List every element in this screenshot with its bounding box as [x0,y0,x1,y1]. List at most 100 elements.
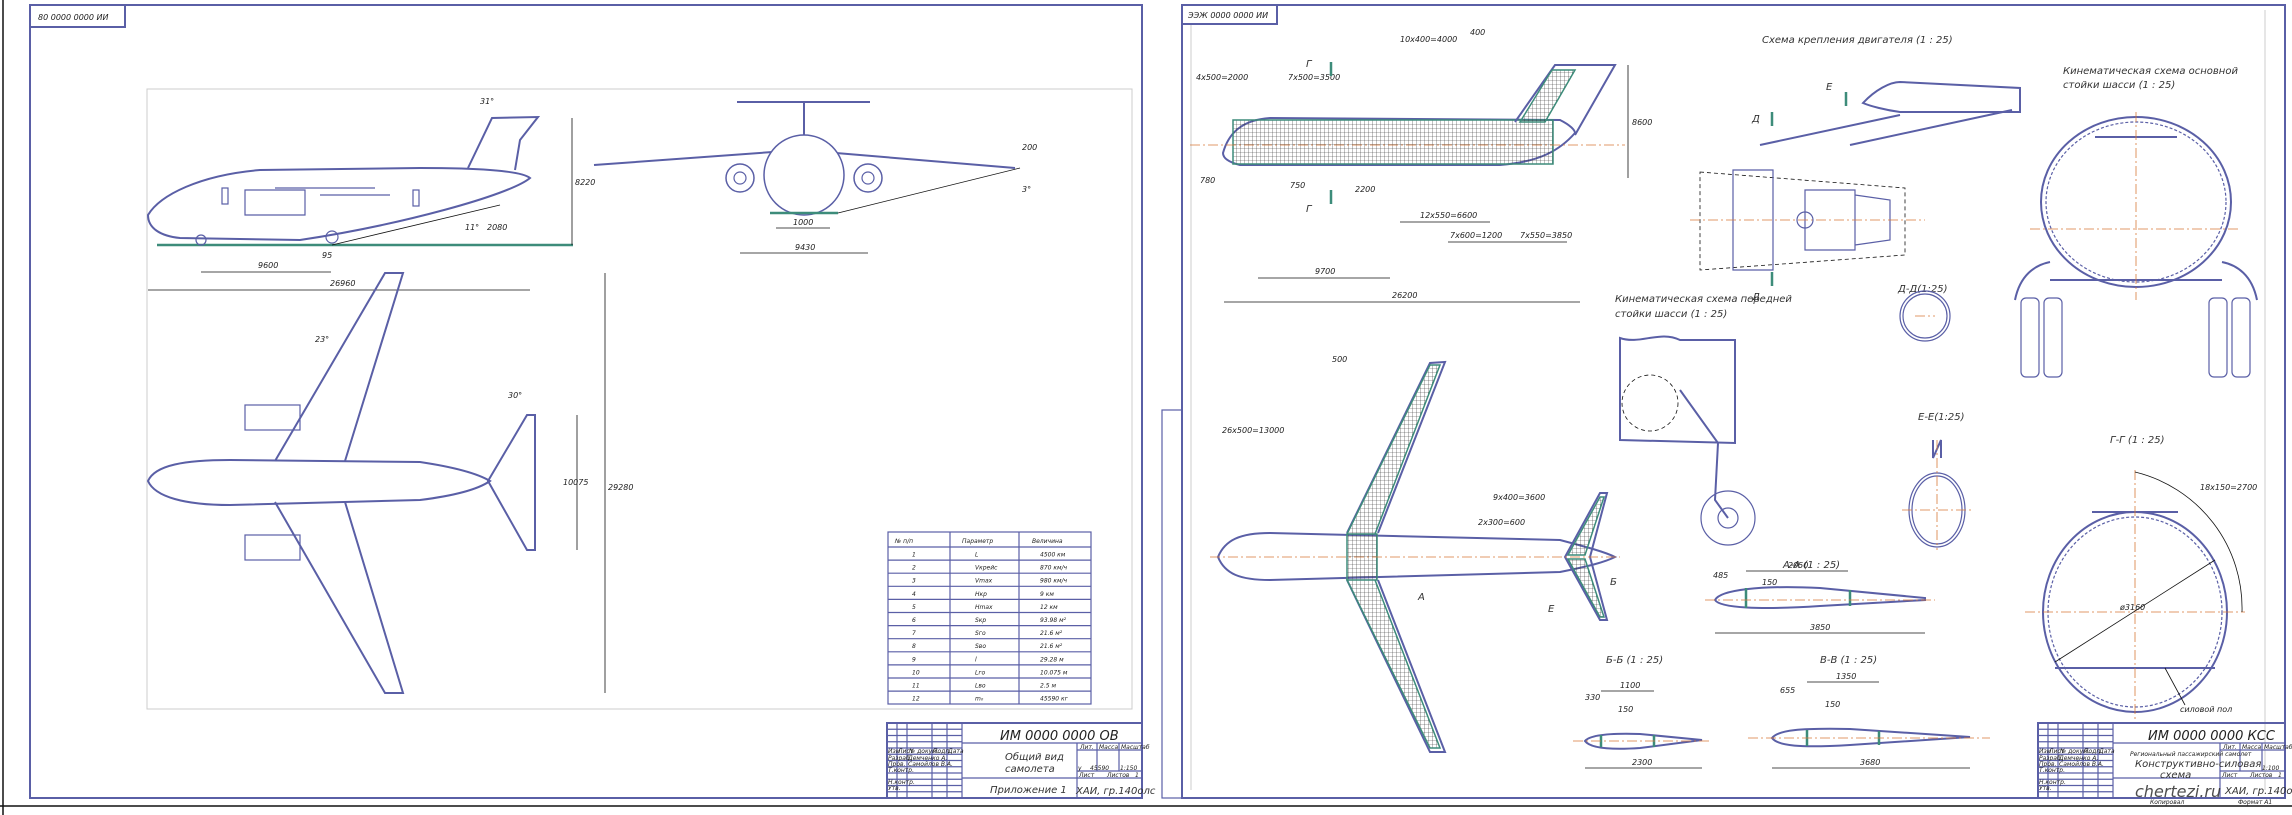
dim-vv-box-width: 1350 [1836,672,1856,681]
dim-wing-rib-pitch: 500 [1332,355,1347,364]
structural-top-view: 26x500=13000 500 9x400=3600 2x300=600 А … [1210,355,1620,753]
row-value: 29.28 м [1040,656,1064,663]
row-number: 12 [912,696,920,703]
dim-nose-offset: 780 [1200,176,1215,185]
column-header: № докум. [2059,748,2090,755]
drawing-code: ИМ 0000 0000 КСС [2148,729,2276,744]
table-header-value: Величина [1032,538,1063,545]
role-label: Утв. [2039,785,2052,792]
row-value: 21.6 м² [1040,630,1063,637]
column-header: Дата [2098,748,2115,755]
dim-aa-box-width: 2050 [1788,561,1808,570]
column-header: Лист [897,748,914,755]
dim-wing-station: 9700 [1315,267,1335,276]
row-parameter: m₀ [975,696,984,703]
dim-bb-stringer: 150 [1618,705,1633,714]
dim-frames-aft: 7x600=1200 [1450,231,1502,240]
section-mark-d-top: Д [1751,114,1760,125]
row-number: 2 [912,565,916,572]
row-parameter: Hкр [975,591,987,598]
dim-length: 26960 [330,279,355,288]
dim-frames-forward: 7x500=3500 [1288,73,1340,82]
column-header: Изм [2039,748,2052,755]
engine-mount-scheme: Схема крепления двигателя (1 : 25) Д Д Е [1690,35,2021,303]
dim-stab-root-ribs: 2x300=600 [1478,518,1525,527]
section-vv-title: В-В (1 : 25) [1820,655,1877,666]
column-header: № докум. [908,748,939,755]
table-row: 9 l 29.28 м [888,651,1091,663]
section-aa-title: А-А (1 : 25) [1782,560,1840,571]
drawing-title-line2: самолета [1005,764,1055,775]
row-value: 45590 кг [1040,696,1069,703]
dim-wheel-well: 2200 [1355,185,1375,194]
dim-fin-rib-pitch: 400 [1470,28,1485,37]
scale-value: 1:100 [2262,765,2279,772]
dim-vv-stringer: 150 [1825,700,1840,709]
dim-door-width: 750 [1290,181,1305,190]
dim-dihedral: 3° [1022,185,1031,194]
sheet-stamp [1181,4,1278,25]
mass-label: Масса [2242,744,2261,751]
role-label: Разраб. [2039,755,2063,762]
organization: ХАИ, гр.140олс [1075,786,1156,797]
side-margin-strip [1161,409,1183,799]
sheet-label: Лист [2221,772,2238,779]
dim-wingtip: 200 [1022,143,1037,152]
dim-tail-strike-height: 2080 [487,223,507,232]
sheet-frame [1181,4,2286,799]
dim-aa-stringer: 150 [1762,578,1777,587]
nose-gear-title-line2: стойки шасси (1 : 25) [1615,309,1727,320]
row-parameter: L [975,552,978,559]
dim-vv-chord: 3680 [1860,758,1880,767]
row-value: 9 км [1040,591,1054,598]
dim-tail-strike-angle: 11° [465,223,479,232]
row-number: 6 [912,617,916,624]
row-number: 1 [912,552,916,559]
nose-gear-title-line1: Кинематическая схема передней [1615,294,1792,305]
section-mark-b: Б [1610,577,1617,588]
structural-side-view: 8600 4x500=2000 7x500=3500 10x400=4000 4… [1190,28,1652,303]
row-value: 870 км/ч [1040,565,1068,572]
drawing-title-line1: Региональный пассажирский самолет [2130,751,2252,758]
dim-bb-front-spar: 330 [1585,693,1600,702]
dim-fuselage-diameter: ø3160 [2119,603,2145,612]
row-number: 9 [912,656,916,663]
signer-name: Самойлов В.А. [908,761,953,768]
section-mark-a: А [1417,592,1425,603]
dim-aa-chord: 3850 [1810,623,1830,632]
dim-bb-box-width: 1100 [1620,681,1640,690]
drawing-area [146,88,1133,710]
section-mark-g-top: Г [1306,59,1313,70]
section-bb-title: Б-Б (1 : 25) [1606,655,1663,666]
side-view: 26960 9600 8220 31° 2080 11° 95 [146,97,595,291]
signer-name: Демченко А. [2058,755,2098,762]
nose-gear-scheme: Кинематическая схема передней стойки шас… [1615,294,1792,546]
section-mark-e: Е [1548,604,1555,615]
lit-value: у [1077,765,1082,772]
signer-name: Демченко А. [907,755,947,762]
column-header: Изм [888,748,901,755]
dim-wheelbase: 9600 [258,261,278,270]
row-parameter: Sкр [975,617,986,624]
section-vv: В-В (1 : 25) 1350 655 150 3680 [1748,655,1990,769]
row-value: 10.075 м [1040,669,1068,676]
section-dd: Д-Д(1:25) [1897,284,1951,342]
dim-wing-ribs: 26x500=13000 [1222,426,1284,435]
row-parameter: l [975,656,977,663]
scale-label: Масштаб [2264,744,2292,751]
dim-track: 1000 [793,218,813,227]
role-label: Утв. [888,785,901,792]
section-ee-title: Е-Е(1:25) [1918,412,1965,423]
role-label: Разраб. [888,755,912,762]
sheet-structural-layout: ЭЭЖ 0000 0000 ИИ 8600 4x500=2000 7x500=3… [1150,4,2292,807]
drawing-title-line1: Общий вид [1005,751,1064,763]
table-row: 12 m₀ 45590 кг [888,690,1091,703]
drawing-code: ИМ 0000 0000 ОВ [1000,729,1119,744]
row-parameter: Sго [975,630,986,637]
